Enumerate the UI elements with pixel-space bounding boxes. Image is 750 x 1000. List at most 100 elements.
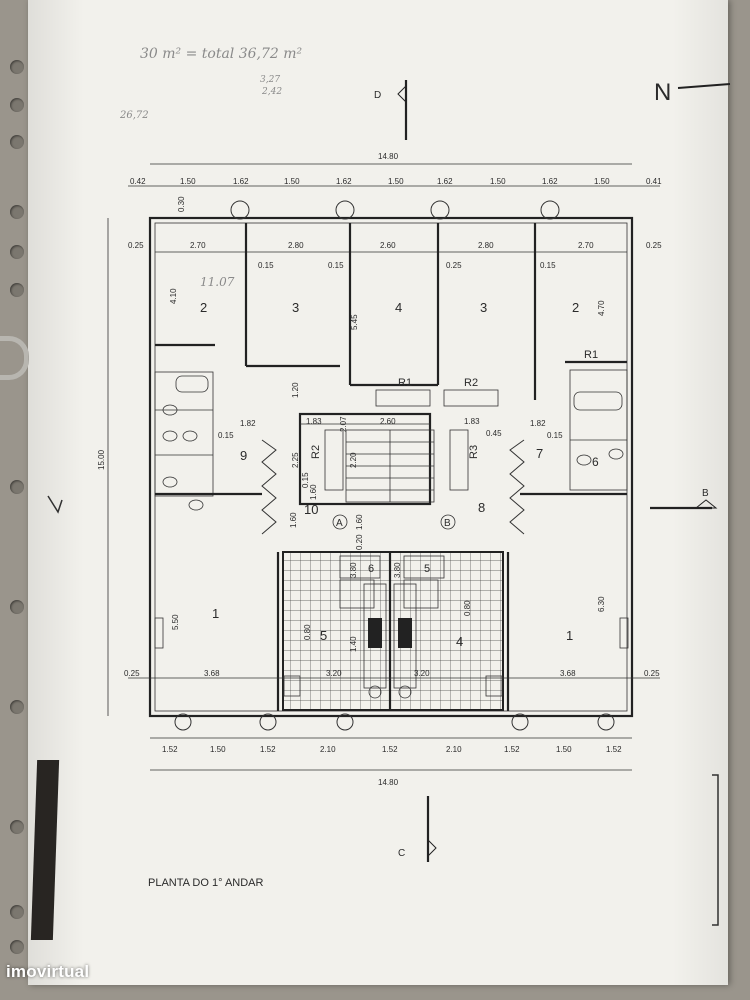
dim-0-15-d: 0.15 [218, 431, 234, 440]
label-r2-vertical: R2 [310, 445, 322, 459]
svg-text:3.68: 3.68 [204, 669, 220, 678]
dim-2-25: 2.25 [291, 452, 300, 468]
label-r3-vertical: R3 [468, 445, 480, 459]
svg-text:1.52: 1.52 [382, 745, 398, 754]
dim-1-83-left: 1.83 [306, 417, 322, 426]
svg-text:2.80: 2.80 [478, 241, 494, 250]
svg-text:1.62: 1.62 [336, 177, 352, 186]
svg-text:1.50: 1.50 [490, 177, 506, 186]
svg-text:1.50: 1.50 [284, 177, 300, 186]
glazed-screen-right [509, 439, 525, 535]
room-2-left: 2 [200, 300, 207, 315]
svg-text:3.68: 3.68 [560, 669, 576, 678]
svg-text:1.62: 1.62 [437, 177, 453, 186]
margin-bracket [712, 774, 719, 926]
svg-text:0.25: 0.25 [124, 669, 140, 678]
dim-1-60-a: 1.60 [289, 512, 298, 528]
punch-hole [10, 940, 24, 954]
punch-hole [10, 700, 24, 714]
north-label: N [654, 79, 671, 106]
dim-bottom-total: 14.80 [378, 778, 399, 787]
room-5-small: 5 [424, 563, 430, 575]
svg-text:0.25: 0.25 [128, 241, 144, 250]
room-3-left: 3 [292, 300, 299, 315]
balcony-planters-bottom [174, 713, 615, 731]
svg-text:2.10: 2.10 [320, 745, 336, 754]
stair-core [298, 412, 469, 506]
section-arrow-c [427, 838, 437, 858]
svg-text:3.20: 3.20 [414, 669, 430, 678]
room-1-left: 1 [212, 606, 219, 621]
svg-text:1.50: 1.50 [388, 177, 404, 186]
svg-text:1.52: 1.52 [162, 745, 178, 754]
closet-r1 [375, 389, 431, 407]
section-label-d: D [374, 90, 381, 101]
label-r2: R2 [464, 377, 478, 389]
punch-hole [10, 820, 24, 834]
dim-0-20: 0.20 [355, 534, 364, 550]
svg-text:2.70: 2.70 [578, 241, 594, 250]
dim-0-30: 0.30 [177, 196, 186, 212]
outer-walls [148, 216, 634, 718]
room-dims-bottom: 0.25 3.68 3.20 3.20 3.68 0.25 [124, 669, 660, 678]
svg-text:2.60: 2.60 [380, 241, 396, 250]
svg-text:2.10: 2.10 [446, 745, 462, 754]
room-4: 4 [395, 300, 402, 315]
dim-1-40: 0.80 [303, 624, 312, 640]
room-dims-top: 0.25 2.70 2.80 2.60 2.80 2.70 0.25 [128, 241, 662, 250]
room-1-right: 1 [566, 628, 573, 643]
svg-text:1.52: 1.52 [260, 745, 276, 754]
dim-1-82-right: 1.82 [530, 419, 546, 428]
svg-text:0.41: 0.41 [646, 177, 662, 186]
watermark: imovirtual [6, 962, 90, 981]
section-label-c: C [398, 848, 405, 859]
svg-text:0.25: 0.25 [646, 241, 662, 250]
left-bathroom-block [154, 371, 214, 511]
dim-3-80-a: 1.40 [349, 636, 358, 652]
elevator-a-marker [332, 514, 348, 530]
north-arrow-line [677, 83, 731, 89]
dim-0-15-a: 0.15 [258, 261, 274, 270]
dim-0-15-e: 0.15 [547, 431, 563, 440]
balcony-planters-top [230, 200, 560, 220]
svg-text:3.20: 3.20 [326, 669, 342, 678]
svg-text:2.80: 2.80 [288, 241, 304, 250]
svg-text:1.50: 1.50 [594, 177, 610, 186]
dim-1-60-b: 1.60 [309, 484, 318, 500]
room-2-right: 2 [572, 300, 579, 315]
binder-holes [0, 0, 40, 1000]
dim-5-45: 5.45 [350, 314, 359, 330]
dim-2-60: 2.60 [380, 417, 396, 426]
handwritten-note-total: 30 m² = total 36,72 m² [140, 46, 303, 62]
punch-hole [10, 600, 24, 614]
dim-5-50: 5.50 [171, 614, 180, 630]
dim-6-30: 6.30 [597, 596, 606, 612]
dim-0-80-a: 3.80 [349, 562, 358, 578]
handwritten-side-note-1: 3,27 [260, 75, 280, 85]
handwritten-area-11: 11.07 [200, 275, 235, 289]
room-3-right: 3 [480, 300, 487, 315]
room-10: 10 [304, 502, 318, 517]
dim-1-60-c: 1.60 [355, 514, 364, 530]
punch-hole [10, 283, 24, 297]
svg-text:0.25: 0.25 [644, 669, 660, 678]
plan-title: PLANTA DO 1° ANDAR [148, 877, 264, 889]
section-label-b: B [702, 488, 709, 499]
top-room-partitions [155, 223, 627, 400]
room-6-bath: 6 [592, 455, 599, 469]
dim-2-07: 2.07 [339, 416, 348, 432]
svg-text:2.70: 2.70 [190, 241, 206, 250]
punch-hole [10, 245, 24, 259]
dim-top-row: 0.42 1.50 1.62 1.50 1.62 1.50 1.62 1.50 … [130, 177, 662, 186]
label-a: A [336, 518, 343, 529]
label-r1: R1 [398, 377, 412, 389]
dim-3-80-b: 0.80 [463, 600, 472, 616]
radiator-right [619, 617, 629, 649]
dim-0-15-f: 0.15 [301, 472, 310, 488]
dim-1-20: 1.20 [291, 382, 300, 398]
svg-text:1.52: 1.52 [504, 745, 520, 754]
dim-1-83-right: 1.83 [464, 417, 480, 426]
room-9: 9 [240, 448, 247, 463]
right-bathroom-block [569, 369, 628, 491]
